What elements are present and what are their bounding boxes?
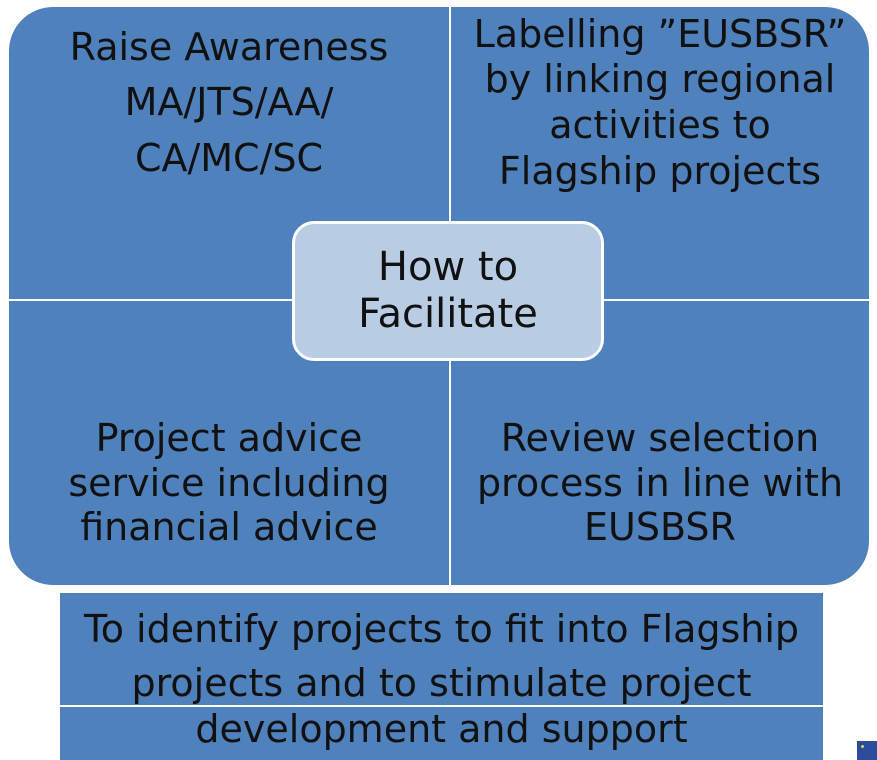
quadrant-text-project-advice: Project advice service including financi… — [68, 415, 390, 550]
quadrant-labelling: Labelling ”EUSBSR” by linking regional a… — [451, 7, 869, 299]
bottom-divider — [60, 705, 823, 707]
bottom-summary-line-1: To identify projects to fit into Flagshi… — [83, 607, 800, 651]
quadrant-raise-awareness: Raise Awareness MA/JTS/AA/ CA/MC/SC — [9, 7, 449, 299]
flag-star-icon — [861, 745, 864, 748]
quadrant-project-advice: Project advice service including financi… — [9, 301, 449, 585]
bottom-summary-line-3: development and support — [195, 707, 688, 751]
center-title-box: How to Facilitate — [292, 221, 604, 361]
eu-flag-icon — [857, 741, 877, 760]
bottom-summary-line-2: projects and to stimulate project — [131, 661, 752, 705]
quadrant-text-raise-awareness: Raise Awareness MA/JTS/AA/ CA/MC/SC — [69, 25, 389, 180]
quadrant-text-labelling: Labelling ”EUSBSR” by linking regional a… — [473, 11, 847, 193]
bottom-summary-box: To identify projects to fit into Flagshi… — [60, 593, 823, 760]
quadrant-text-review-selection: Review selection process in line with EU… — [476, 415, 844, 550]
